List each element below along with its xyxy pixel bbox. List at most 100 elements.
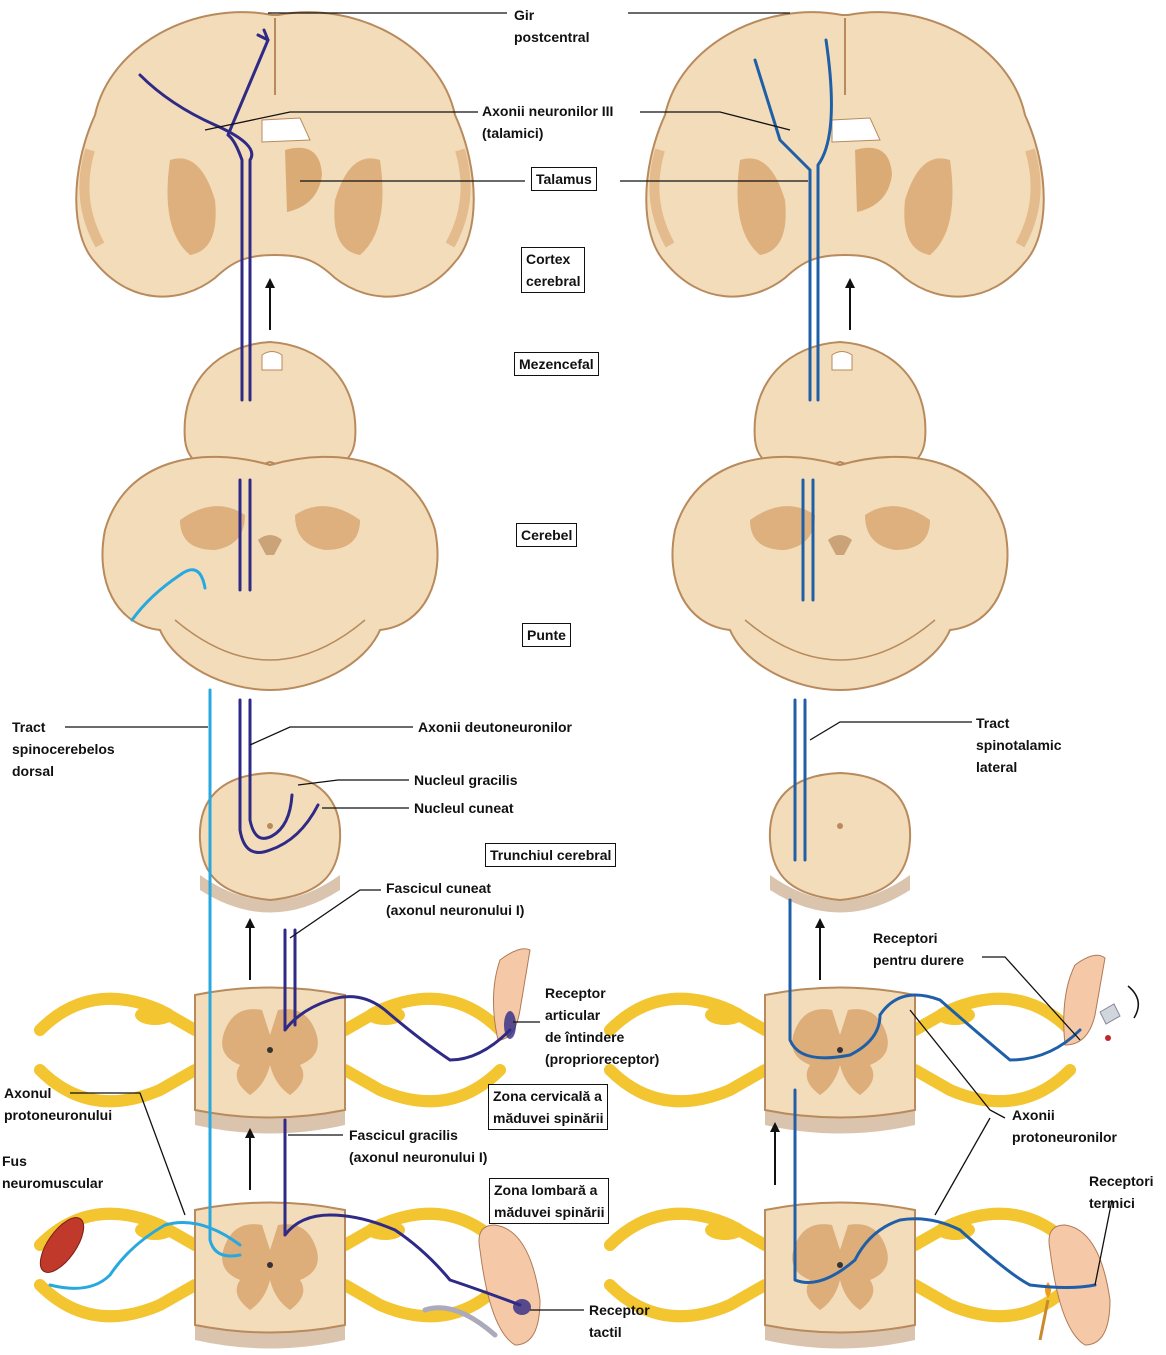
fasciculus-cuneatus — [283, 928, 512, 1062]
label-cortex-cerebral: Cortex cerebral — [521, 247, 586, 293]
leader-fascicul-cuneat — [289, 889, 381, 939]
cerebellum-pons-section — [101, 455, 439, 692]
label-receptor-articular: Receptor articular de întindere (proprio… — [545, 985, 660, 1067]
muscle-spindle — [39, 1217, 85, 1273]
label-receptor-tactil: Receptor tactil — [589, 1302, 650, 1340]
cerebellum-outline — [671, 455, 1009, 692]
cerebellum-pons-section — [671, 455, 1009, 692]
blade — [1099, 1003, 1121, 1025]
label-fascicul-gracilis: Fascicul gracilis (axonul neuronului I) — [349, 1127, 488, 1165]
dorsal-root-ganglion-left — [135, 1005, 175, 1025]
cortex-gray-rim — [649, 148, 1041, 248]
fourth-ventricle — [258, 535, 282, 555]
label-punte: Punte — [522, 623, 571, 647]
cerebellar-nucleus-left — [750, 506, 815, 550]
leader-axonii-protoneuronilor-a — [909, 1009, 1006, 1119]
label-receptori-termici: Receptori termici — [1089, 1173, 1154, 1211]
spinocerebellar-first-neuron — [48, 1221, 242, 1290]
basal-nucleus-right — [904, 158, 953, 255]
medial-lemniscus-pons — [238, 478, 252, 592]
motion-arrow — [1127, 985, 1140, 1019]
leader-axonii-iii-left — [204, 111, 478, 131]
central-canal — [837, 823, 843, 829]
label-gir-postcentral: Gir postcentral — [514, 7, 590, 45]
thalamus-shape — [285, 147, 322, 212]
label-nucleul-gracilis: Nucleul gracilis — [414, 772, 518, 788]
spinal-nerves — [604, 1207, 1076, 1323]
label-tract-spinocerebelos-dorsal: Tract spinocerebelos dorsal — [12, 719, 115, 779]
cord-central-canal — [267, 1262, 273, 1268]
basal-nucleus-left — [737, 158, 786, 255]
leader-receptori-termici — [1094, 1199, 1113, 1286]
spinal-nerves — [34, 1207, 506, 1323]
ascending-arrow-head — [265, 278, 275, 288]
spinal-nerves — [34, 992, 506, 1108]
midbrain-outline — [753, 340, 927, 472]
basal-nucleus-right — [334, 158, 383, 255]
medulla-outline — [768, 771, 912, 902]
cord-side — [765, 1110, 915, 1134]
midbrain-outline — [183, 340, 357, 472]
spinocerebellar-to-cerebellum — [130, 568, 207, 622]
pathways-layer — [48, 28, 1097, 1307]
spinal-nerves — [604, 992, 1076, 1108]
foot-left — [478, 1224, 541, 1346]
cord-side — [765, 1325, 915, 1349]
label-nucleul-cuneat: Nucleul cuneat — [414, 800, 514, 816]
medulla-side — [770, 875, 910, 913]
spinal-cord-lumbar-left — [34, 1201, 506, 1349]
medulla-side — [200, 875, 340, 913]
midbrain-section — [753, 340, 927, 472]
fourth-ventricle — [828, 535, 852, 555]
label-axonul-protoneuronului: Axonul protoneuronului — [4, 1085, 113, 1123]
spinal-cord-cervical-left — [34, 986, 506, 1134]
ascending-arrow-head — [815, 918, 825, 928]
spinothalamic-third-neuron-b — [816, 38, 833, 402]
label-fus-neuromuscular: Fus neuromuscular — [2, 1153, 104, 1191]
cerebellum-outline — [101, 455, 439, 692]
leader-axonul-protoneuronului — [70, 1092, 186, 1216]
dorsal-root-ganglion-left — [705, 1005, 745, 1025]
ascending-arrow-head — [245, 918, 255, 928]
cerebrum-section — [75, 11, 475, 298]
dorsal-root-ganglion-left — [705, 1220, 745, 1240]
spinothalamic-lateral-tract-upper — [793, 698, 807, 862]
pons-base — [744, 619, 936, 661]
dorsal-column-third-neuron-b — [138, 73, 254, 402]
leader-axonii-deuto — [249, 726, 413, 746]
label-axonii-protoneuronilor: Axonii protoneuronilor — [1012, 1107, 1117, 1145]
cortex-gray-rim — [79, 148, 471, 248]
medial-lemniscus-lower-b — [248, 698, 294, 840]
feather — [422, 1305, 498, 1338]
cord-central-canal — [267, 1047, 273, 1053]
midbrain-section — [183, 340, 357, 472]
cerebrum-section — [645, 11, 1045, 298]
spinal-cord-lumbar-right — [604, 1201, 1076, 1349]
label-receptori-pentru-durere: Receptori pentru durere — [873, 930, 965, 968]
blood-drop — [1105, 1035, 1111, 1041]
label-axonii-neuronilor-iii: Axonii neuronilor III (talamici) — [482, 103, 614, 141]
label-cerebel: Cerebel — [516, 523, 578, 547]
hand-right — [1063, 954, 1106, 1046]
spinothalamic-lumbar-input — [793, 1088, 1097, 1289]
cortex-terminal-a — [256, 28, 270, 42]
ascending-arrow-head — [770, 1122, 780, 1132]
spinothalamic-pons — [801, 478, 815, 602]
cerebellar-nucleus-right — [295, 506, 360, 550]
dorsal-column-third-neuron-a — [226, 38, 270, 402]
central-canal — [267, 823, 273, 829]
leader-nucleul-gracilis — [297, 779, 409, 786]
medulla-section — [768, 771, 912, 913]
leader-axonii-protoneuronilor-b — [934, 1117, 991, 1216]
label-tract-spinotalamic-lateral: Tract spinotalamic lateral — [976, 715, 1062, 775]
cerebellar-nucleus-left — [180, 506, 245, 550]
leader-tract-stl — [809, 721, 972, 741]
label-trunchiul-cerebral: Trunchiul cerebral — [485, 843, 617, 867]
ascending-arrow-head — [245, 1128, 255, 1138]
spinothalamic-cervical-input — [788, 898, 1082, 1062]
ventricle — [261, 117, 311, 143]
thalamus-shape — [855, 147, 892, 212]
label-mezencefal: Mezencefal — [514, 352, 599, 376]
basal-nucleus-left — [167, 158, 216, 255]
